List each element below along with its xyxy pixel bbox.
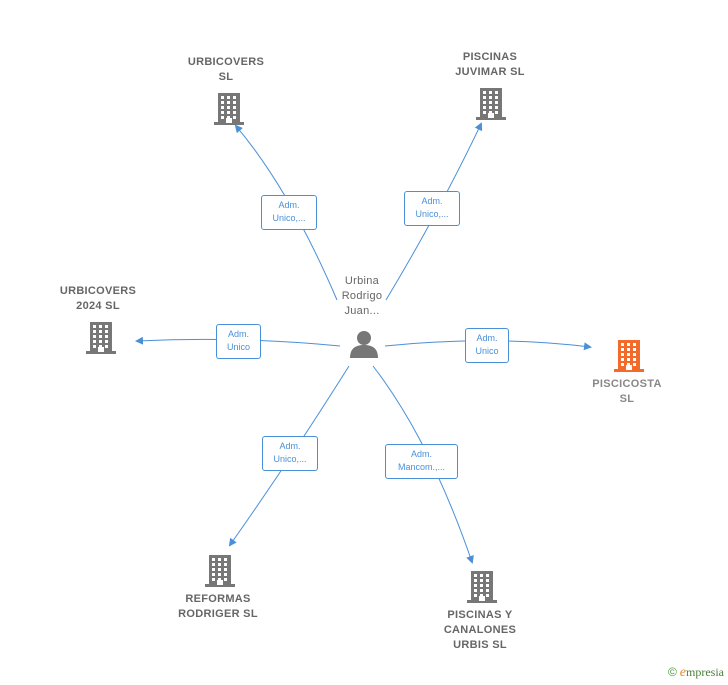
building-icon[interactable] xyxy=(85,320,117,354)
empresia-logo-initial: e xyxy=(679,665,686,680)
building-icon[interactable] xyxy=(475,86,507,120)
edge-label-piscicosta[interactable]: Adm. Unico xyxy=(465,328,509,363)
copyright-symbol: © xyxy=(667,665,677,679)
edge-label-urbicovers-2024[interactable]: Adm. Unico xyxy=(216,324,261,359)
empresia-logo-text: mpresia xyxy=(686,665,724,679)
center-person-label[interactable]: Urbina Rodrigo Juan... xyxy=(341,275,383,317)
company-label-piscicosta[interactable]: PISCICOSTA SL xyxy=(592,378,662,405)
company-label-urbicovers-2024[interactable]: URBICOVERS 2024 SL xyxy=(59,285,137,312)
edge-label-urbicovers[interactable]: Adm. Unico,... xyxy=(261,195,317,230)
building-icon[interactable] xyxy=(466,569,498,603)
company-label-piscinas-juvimar[interactable]: PISCINAS JUVIMAR SL xyxy=(455,51,525,78)
edge-label-piscinas-canalones[interactable]: Adm. Mancom.,... xyxy=(385,444,458,479)
building-icon-highlighted[interactable] xyxy=(613,338,645,372)
building-icon[interactable] xyxy=(204,553,236,587)
company-label-reformas-rodriger[interactable]: REFORMAS RODRIGER SL xyxy=(178,593,258,620)
edge-label-piscinas-juvimar[interactable]: Adm. Unico,... xyxy=(404,191,460,226)
company-label-urbicovers[interactable]: URBICOVERS SL xyxy=(187,56,265,83)
building-icon[interactable] xyxy=(213,91,245,125)
person-icon[interactable] xyxy=(349,329,379,359)
empresia-credit[interactable]: ©empresia xyxy=(668,665,724,681)
company-label-piscinas-canalones[interactable]: PISCINAS Y CANALONES URBIS SL xyxy=(443,609,517,651)
edge-label-reformas-rodriger[interactable]: Adm. Unico,... xyxy=(262,436,318,471)
